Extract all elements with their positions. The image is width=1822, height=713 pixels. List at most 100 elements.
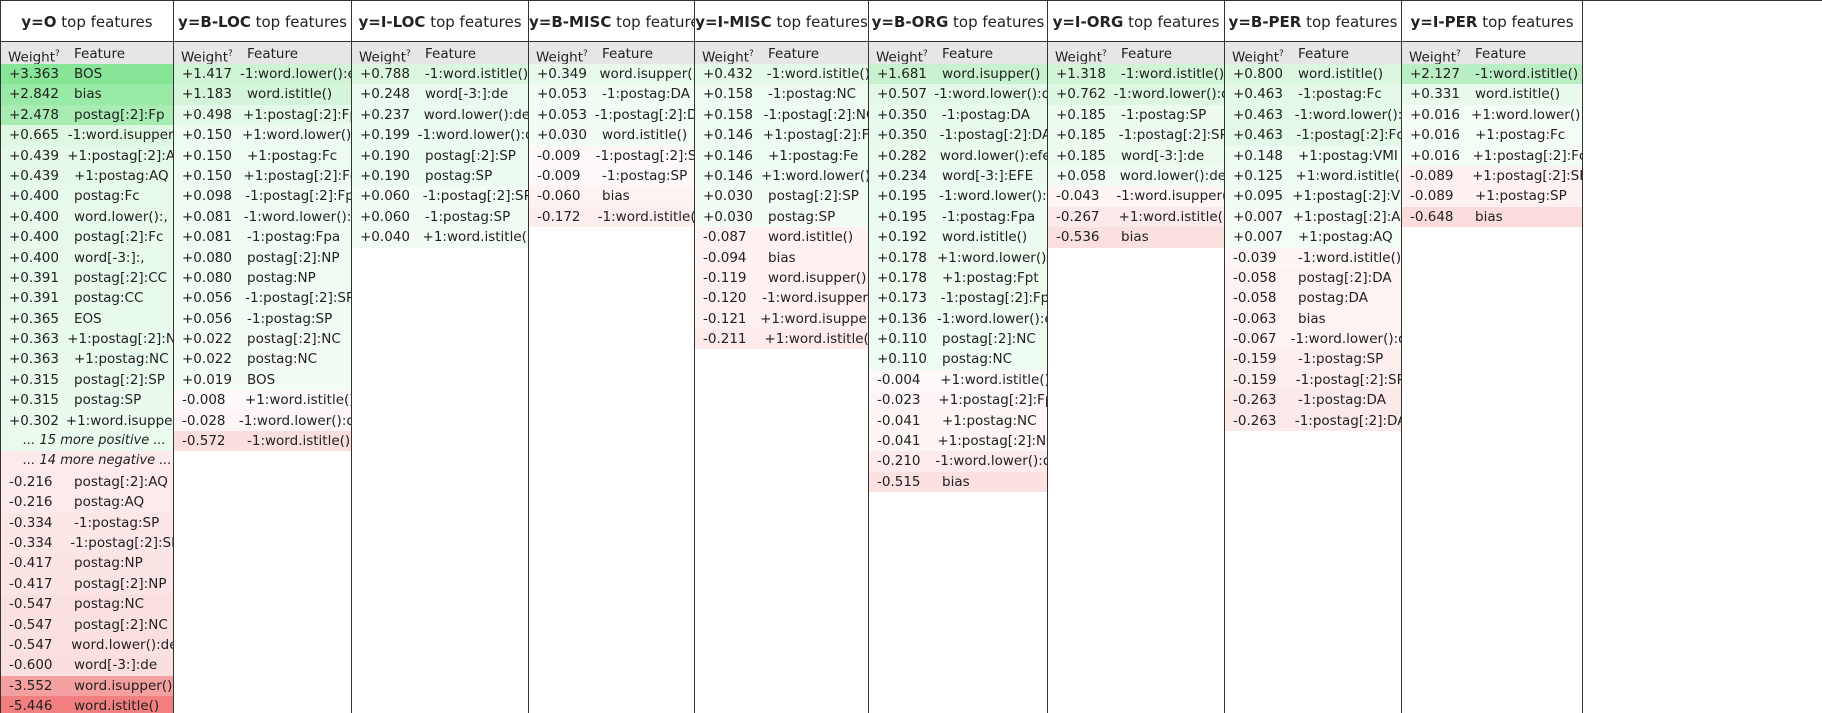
table-row: +0.095+1:postag[:2]:VM — [1225, 186, 1401, 207]
panel-title: y=I-ORG top features — [1048, 1, 1224, 42]
title-suffix: top features — [425, 13, 522, 31]
weight-value: +1.318 — [1056, 66, 1106, 82]
help-icon[interactable]: ? — [923, 49, 928, 59]
weight-value: +0.178 — [877, 249, 927, 266]
table-row: -0.334-1:postag:SP — [1, 512, 173, 533]
feature-name: -1:postag[:2]:SP — [595, 147, 694, 164]
weight-value: -0.023 — [877, 392, 921, 409]
feature-name: -1:postag[:2]:SP — [422, 188, 528, 205]
title-suffix: top features — [771, 13, 868, 31]
help-icon[interactable]: ? — [1456, 49, 1461, 59]
table-row: +0.060-1:postag:SP — [352, 206, 528, 228]
feature-name: word.istitle() — [942, 229, 1028, 246]
table-body: +1.318-1:word.istitle()+0.762-1:word.low… — [1048, 64, 1224, 713]
weight-value: -0.334 — [9, 514, 53, 531]
weight-value: -0.094 — [703, 249, 747, 266]
weight-value: +0.030 — [703, 188, 753, 205]
class-label: y=I-ORG — [1052, 13, 1124, 31]
table-row: +0.060-1:postag[:2]:SP — [352, 186, 528, 207]
table-row: +0.098-1:postag[:2]:Fp — [174, 186, 351, 207]
feature-name: -1:word.lower():de — [935, 453, 1047, 470]
help-icon[interactable]: ? — [583, 49, 588, 59]
help-icon[interactable]: ? — [1279, 49, 1284, 59]
weight-value: -0.159 — [1233, 371, 1277, 388]
feature-name: +1:word.lower():) — [937, 249, 1047, 266]
help-icon[interactable]: ? — [55, 49, 60, 59]
weight-value: +0.016 — [1410, 106, 1460, 123]
table-header: Weight?Feature — [174, 42, 351, 66]
weight-value: +0.507 — [877, 86, 927, 103]
class-label: y=I-LOC — [358, 13, 426, 31]
feature-name: +1:word.istitle() — [940, 371, 1047, 388]
weight-value: +0.125 — [1233, 167, 1283, 184]
feature-name: postag:NP — [247, 269, 316, 286]
feature-name: -1:postag[:2]:SP — [1118, 127, 1224, 144]
weight-value: -0.263 — [1233, 392, 1277, 409]
table-row: +0.788-1:word.istitle() — [352, 64, 528, 85]
weight-value: +0.363 — [9, 331, 59, 348]
table-row: +0.158-1:postag:NC — [695, 84, 868, 105]
help-icon[interactable]: ? — [749, 49, 754, 59]
weight-value: -0.058 — [1233, 290, 1277, 307]
more-features-row: ... 14 more negative ... — [1, 451, 173, 472]
feature-name: BOS — [74, 66, 103, 82]
weight-value: +0.148 — [1233, 147, 1283, 164]
table-header: Weight?Feature — [869, 42, 1047, 66]
help-icon[interactable]: ? — [406, 49, 411, 59]
table-row: +0.463-1:word.lower():, — [1225, 104, 1401, 126]
weight-value: -0.058 — [1233, 269, 1277, 286]
title-suffix: top features — [250, 13, 347, 31]
table-row: -0.121+1:word.isupper() — [695, 308, 868, 330]
help-icon[interactable]: ? — [228, 49, 233, 59]
weight-value: +0.146 — [703, 127, 753, 144]
feature-name: postag[:2]:CC — [74, 269, 168, 286]
table-row: -0.120-1:word.isupper() — [695, 288, 868, 309]
help-icon[interactable]: ? — [1102, 49, 1107, 59]
weight-value: +0.665 — [9, 127, 59, 144]
table-row: +0.350-1:postag:DA — [869, 104, 1047, 126]
weight-value: +0.498 — [182, 106, 232, 123]
feature-name: -1:postag[:2]:DA — [1294, 412, 1401, 429]
feature-name: -1:word.istitle() — [247, 433, 351, 450]
feature-name: bias — [768, 249, 796, 266]
table-row: +0.148+1:postag:VMI — [1225, 145, 1401, 166]
weight-value: +0.007 — [1233, 229, 1283, 246]
feature-name: -1:word.istitle() — [766, 66, 868, 82]
weight-value: -0.159 — [1233, 351, 1277, 368]
feature-header: Feature — [942, 46, 994, 62]
class-label: y=B-LOC — [178, 13, 251, 31]
feature-name: postag[:2]:AQ — [74, 473, 168, 490]
table-header: Weight?Feature — [1402, 42, 1582, 66]
feature-name: word.istitle() — [74, 698, 160, 713]
weight-value: -0.063 — [1233, 310, 1277, 327]
weight-value: +0.788 — [360, 66, 410, 82]
feature-name: postag[:2]:DA — [1298, 269, 1392, 286]
feature-name: +1:word.isupper() — [65, 412, 173, 429]
table-row: +0.158-1:postag[:2]:NC — [695, 104, 868, 126]
table-row: +0.150+1:word.lower():, — [174, 125, 351, 146]
weight-value: +0.190 — [360, 147, 410, 164]
feature-name: +1:postag[:2]:Fp — [243, 106, 351, 123]
table-row: +0.150+1:postag[:2]:Fc — [174, 165, 351, 187]
class-label: y=B-ORG — [871, 13, 949, 31]
table-row: +0.081-1:word.lower():( — [174, 206, 351, 228]
feature-name: word.istitle() — [247, 86, 333, 103]
